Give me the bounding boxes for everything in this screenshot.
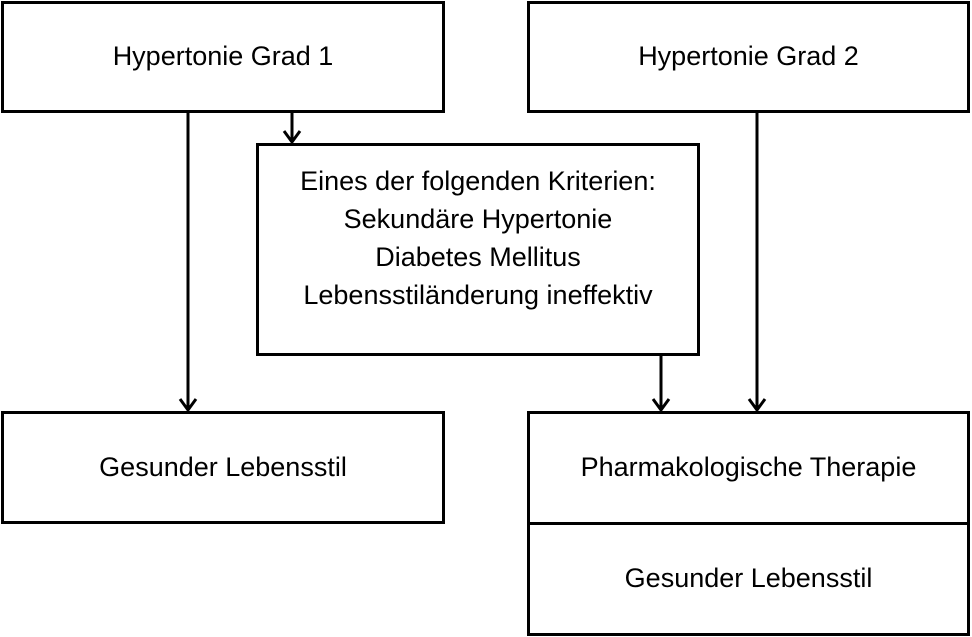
healthy-lifestyle-box-left: Gesunder Lebensstil — [1, 411, 445, 524]
criteria-item-secondary-hypertension: Sekundäre Hypertonie — [343, 204, 613, 234]
arrow-grade1-to-criteria — [282, 113, 302, 145]
criteria-item-lifestyle-ineffective: Lebensstiländerung ineffektiv — [303, 280, 653, 310]
criteria-item-diabetes: Diabetes Mellitus — [375, 242, 581, 272]
criteria-box: Eines der folgenden Kriterien: Sekundäre… — [256, 143, 700, 356]
hypertension-grade-2-box: Hypertonie Grad 2 — [527, 1, 970, 113]
hypertension-grade-2-label: Hypertonie Grad 2 — [638, 41, 859, 72]
pharmacological-therapy-label: Pharmakologische Therapie — [580, 452, 917, 483]
healthy-lifestyle-label-right: Gesunder Lebensstil — [624, 563, 873, 594]
arrow-grade1-to-lifestyle — [178, 113, 198, 413]
pharmacological-therapy-box: Pharmakologische Therapie — [527, 411, 970, 525]
hypertension-grade-1-box: Hypertonie Grad 1 — [1, 1, 445, 113]
criteria-heading: Eines der folgenden Kriterien: — [300, 166, 656, 196]
arrow-grade2-to-pharma — [747, 113, 767, 413]
healthy-lifestyle-label-left: Gesunder Lebensstil — [99, 451, 347, 482]
healthy-lifestyle-box-right: Gesunder Lebensstil — [527, 522, 970, 636]
arrow-criteria-to-pharma — [651, 356, 671, 413]
hypertension-grade-1-label: Hypertonie Grad 1 — [112, 41, 334, 72]
